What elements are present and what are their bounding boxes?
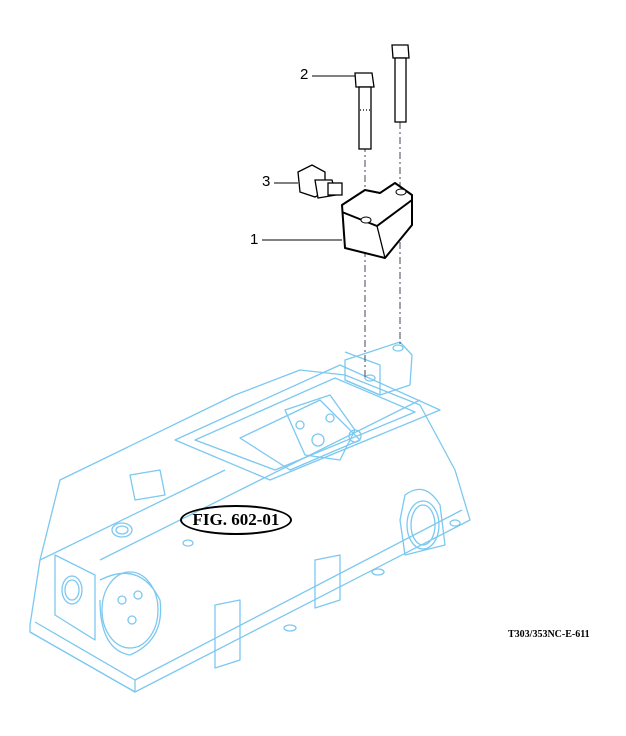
bolt-long	[391, 44, 410, 123]
bracket-block	[341, 182, 413, 259]
leader-lines	[262, 75, 355, 241]
callout-1: 1	[250, 231, 259, 248]
elbow-fitting	[297, 164, 343, 199]
callout-3: 3	[262, 173, 271, 190]
callout-2: 2	[300, 66, 309, 83]
drawing-code: T303/353NC-E-611	[508, 629, 590, 640]
housing-casting	[29, 341, 471, 693]
figure-label: FIG. 602-01	[180, 505, 292, 535]
bolt-short	[354, 72, 375, 150]
